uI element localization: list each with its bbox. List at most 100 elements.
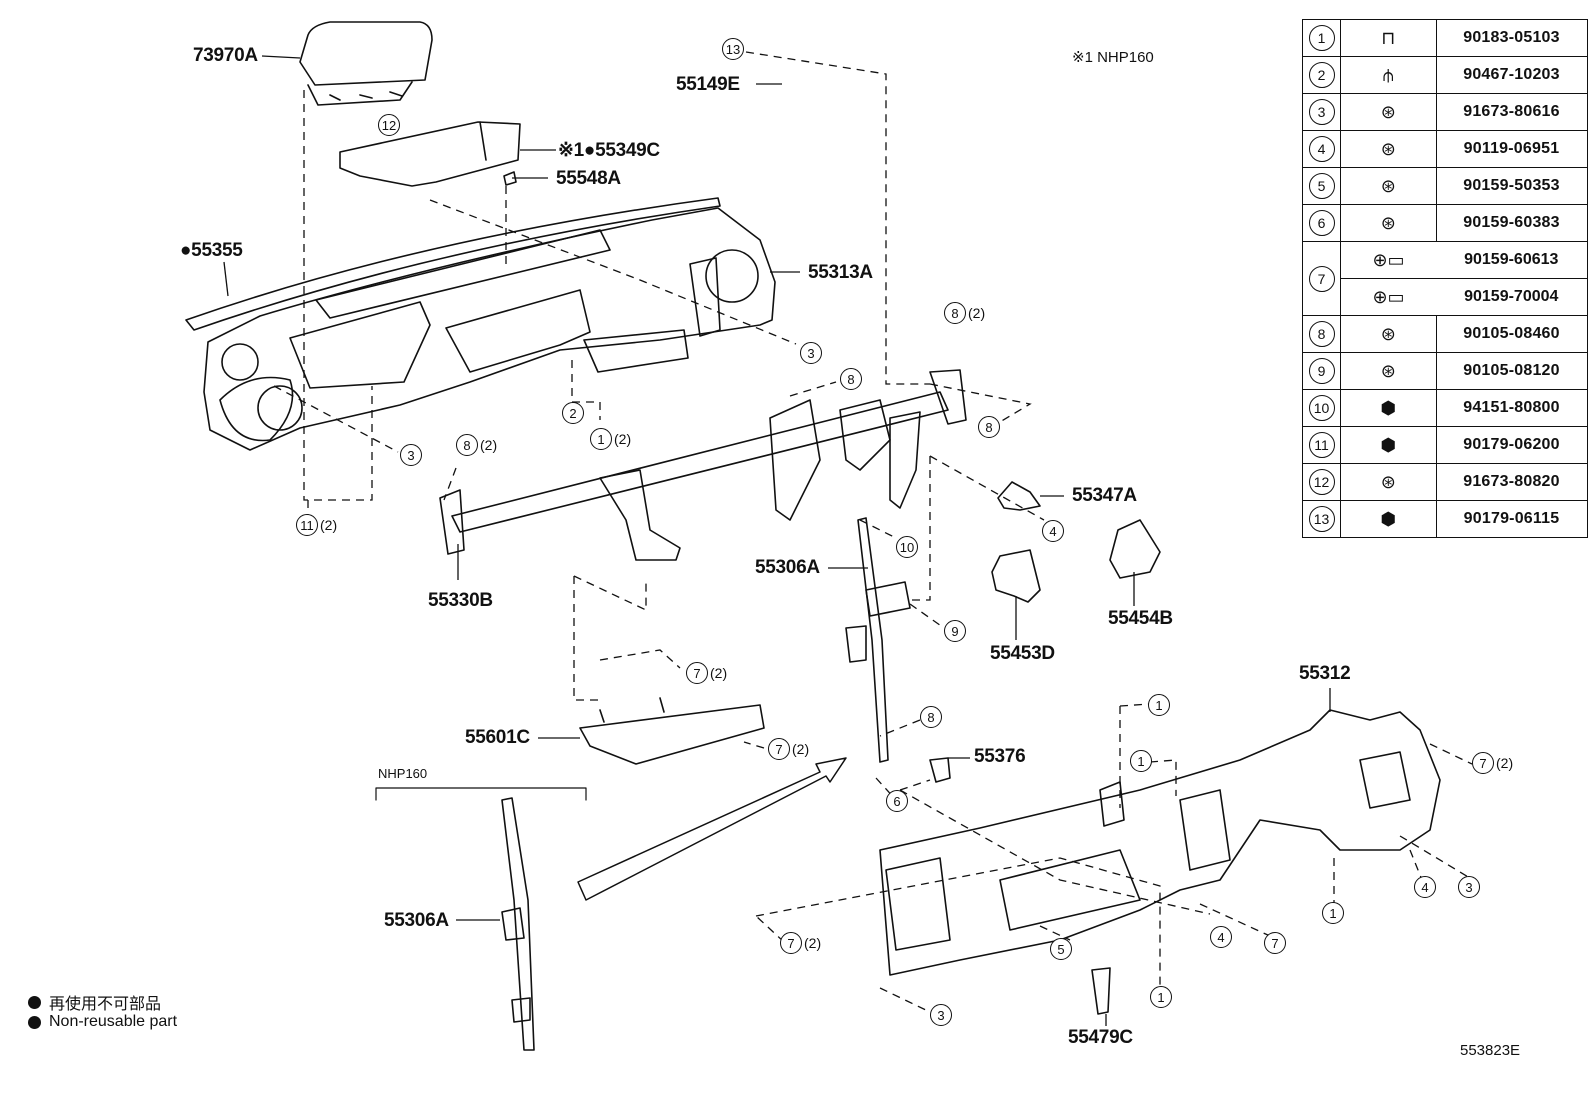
- row-index: 12: [1308, 469, 1335, 495]
- upper-cover-drawing: [339, 121, 521, 187]
- callout-3: 3: [930, 1004, 954, 1026]
- callout-5: 5: [1050, 938, 1074, 960]
- filled-dot-icon: [28, 1015, 41, 1029]
- fastener-parts-table: 1 ⊓ 90183-05103 2 ⫛ 90467-10203 3 ⊛ 91673-8061…: [1302, 19, 1588, 538]
- callout-8: 8: [920, 706, 944, 728]
- row-index: 11: [1308, 432, 1335, 458]
- row-index: 9: [1308, 358, 1335, 384]
- part-number: 90159-60383: [1435, 204, 1588, 242]
- row-index: 7: [1308, 265, 1335, 292]
- table-row: 13 ⬢ 90179-06115: [1302, 500, 1588, 538]
- row-index: 10: [1308, 395, 1335, 421]
- part-number: 90159-70004: [1436, 278, 1588, 316]
- part-label-55149e: 55149E: [676, 74, 740, 95]
- table-row: 7 ⊕▭ 90159-60613: [1302, 241, 1588, 316]
- part-number: 94151-80800: [1435, 389, 1588, 427]
- part-label-55453d: 55453D: [990, 643, 1055, 664]
- row-index: 2: [1308, 62, 1335, 88]
- airbag-module-drawing: [299, 21, 433, 106]
- part-label-55548a: 55548A: [556, 168, 621, 189]
- callout-12: 12: [378, 114, 402, 136]
- callout-7-x2: 7(2): [768, 738, 809, 760]
- part-number: 90119-06951: [1435, 130, 1588, 168]
- callout-4: 4: [1414, 876, 1438, 898]
- nut-icon: ⬢: [1380, 397, 1397, 418]
- part-number: 90183-05103: [1435, 19, 1588, 57]
- table-row: ⊕▭ 90159-70004: [1303, 278, 1588, 316]
- callout-8: 8: [840, 368, 864, 390]
- clip-icon: ⫛: [1382, 64, 1394, 85]
- row-index: 5: [1308, 173, 1335, 199]
- part-number: 90159-50353: [1435, 167, 1588, 205]
- table-row: 11 ⬢ 90179-06200: [1302, 426, 1588, 464]
- callout-1: 1: [1148, 694, 1172, 716]
- callout-3: 3: [800, 342, 824, 364]
- part-number: 90105-08460: [1435, 315, 1588, 353]
- part-number: 91673-80616: [1435, 93, 1588, 131]
- callout-7-x2: 7(2): [1472, 752, 1513, 774]
- table-row: 1 ⊓ 90183-05103: [1302, 19, 1588, 57]
- bolt-icon: ⊕▭: [1372, 249, 1405, 270]
- callout-7: 7: [1264, 932, 1288, 954]
- callout-2: 2: [562, 402, 586, 424]
- part-label-55347a: 55347A: [1072, 485, 1137, 506]
- table-row: 12⊛91673-80820: [1302, 463, 1588, 501]
- callout-7-x2: 7(2): [686, 662, 727, 684]
- nut-icon: ⬢: [1380, 434, 1397, 455]
- nhp160-variant-label: NHP160: [378, 766, 428, 781]
- callout-8: 8: [978, 416, 1002, 438]
- part-label-55306a-upper: 55306A: [755, 557, 820, 578]
- row-index: 8: [1308, 321, 1335, 347]
- callout-8-x2: 8(2): [456, 434, 497, 456]
- table-row: 6 ⊛ 90159-60383: [1302, 204, 1588, 242]
- legend-item-english: Non-reusable part: [28, 1013, 177, 1031]
- diagram-id: 553823E: [1460, 1042, 1521, 1059]
- row-index: 13: [1308, 506, 1335, 532]
- screw-icon: ⊛: [1380, 175, 1396, 196]
- part-label-55330b: 55330B: [428, 590, 493, 611]
- nut-icon: ⬢: [1380, 508, 1397, 529]
- screw-icon: ⊛: [1380, 101, 1396, 122]
- part-number: 90179-06200: [1435, 426, 1588, 464]
- callout-8-x2: 8(2): [944, 302, 985, 324]
- part-label-55479c: 55479C: [1068, 1027, 1133, 1048]
- callout-4: 4: [1210, 926, 1234, 948]
- row-index: 3: [1308, 99, 1335, 125]
- callout-4: 4: [1042, 520, 1066, 542]
- callout-7-x2: 7(2): [780, 932, 821, 954]
- row-index: 6: [1308, 210, 1335, 236]
- legend-text: Non-reusable part: [49, 1013, 178, 1030]
- part-label-55313a: 55313A: [808, 262, 873, 283]
- callout-6: 6: [886, 790, 910, 812]
- callout-1: 1: [1150, 986, 1174, 1008]
- table-row: 4⊛90119-06951: [1302, 130, 1588, 168]
- part-label-55306a-lower: 55306A: [384, 910, 449, 931]
- screw-icon: ⊛: [1380, 212, 1396, 233]
- callout-10: 10: [896, 536, 920, 558]
- lower-panel-drawing: [879, 709, 1441, 976]
- callout-1-x2: 1(2): [590, 428, 631, 450]
- part-number: 90105-08120: [1435, 352, 1588, 390]
- legend-item-japanese: 再使用不可部品: [28, 990, 161, 1014]
- screw-icon: ⊛: [1380, 471, 1396, 492]
- screw-icon: ⊛: [1380, 323, 1396, 344]
- bolt-icon: ⊕▭: [1372, 286, 1405, 307]
- table-row: 8 ⊛ 90105-08460: [1302, 315, 1588, 353]
- part-number: 90467-10203: [1435, 56, 1588, 94]
- part-number: 90179-06115: [1435, 500, 1588, 538]
- clip-icon: ⊓: [1381, 27, 1396, 48]
- part-label-55349c: ※1●55349C: [558, 140, 660, 161]
- filled-dot-icon: [28, 995, 41, 1009]
- legend-text: 再使用不可部品: [49, 996, 162, 1013]
- part-label-55312: 55312: [1299, 663, 1351, 684]
- part-number: 90159-60613: [1436, 241, 1588, 279]
- callout-3: 3: [400, 444, 424, 466]
- part-label-55376: 55376: [974, 746, 1026, 767]
- table-row: 3 ⊛ 91673-80616: [1302, 93, 1588, 131]
- row-index: 1: [1308, 25, 1335, 51]
- callout-11-x2: 11(2): [296, 514, 337, 536]
- nhp160-note: ※1 NHP160: [1072, 49, 1154, 66]
- screw-icon: ⊛: [1380, 138, 1396, 159]
- table-row: 2 ⫛ 90467-10203: [1302, 56, 1588, 94]
